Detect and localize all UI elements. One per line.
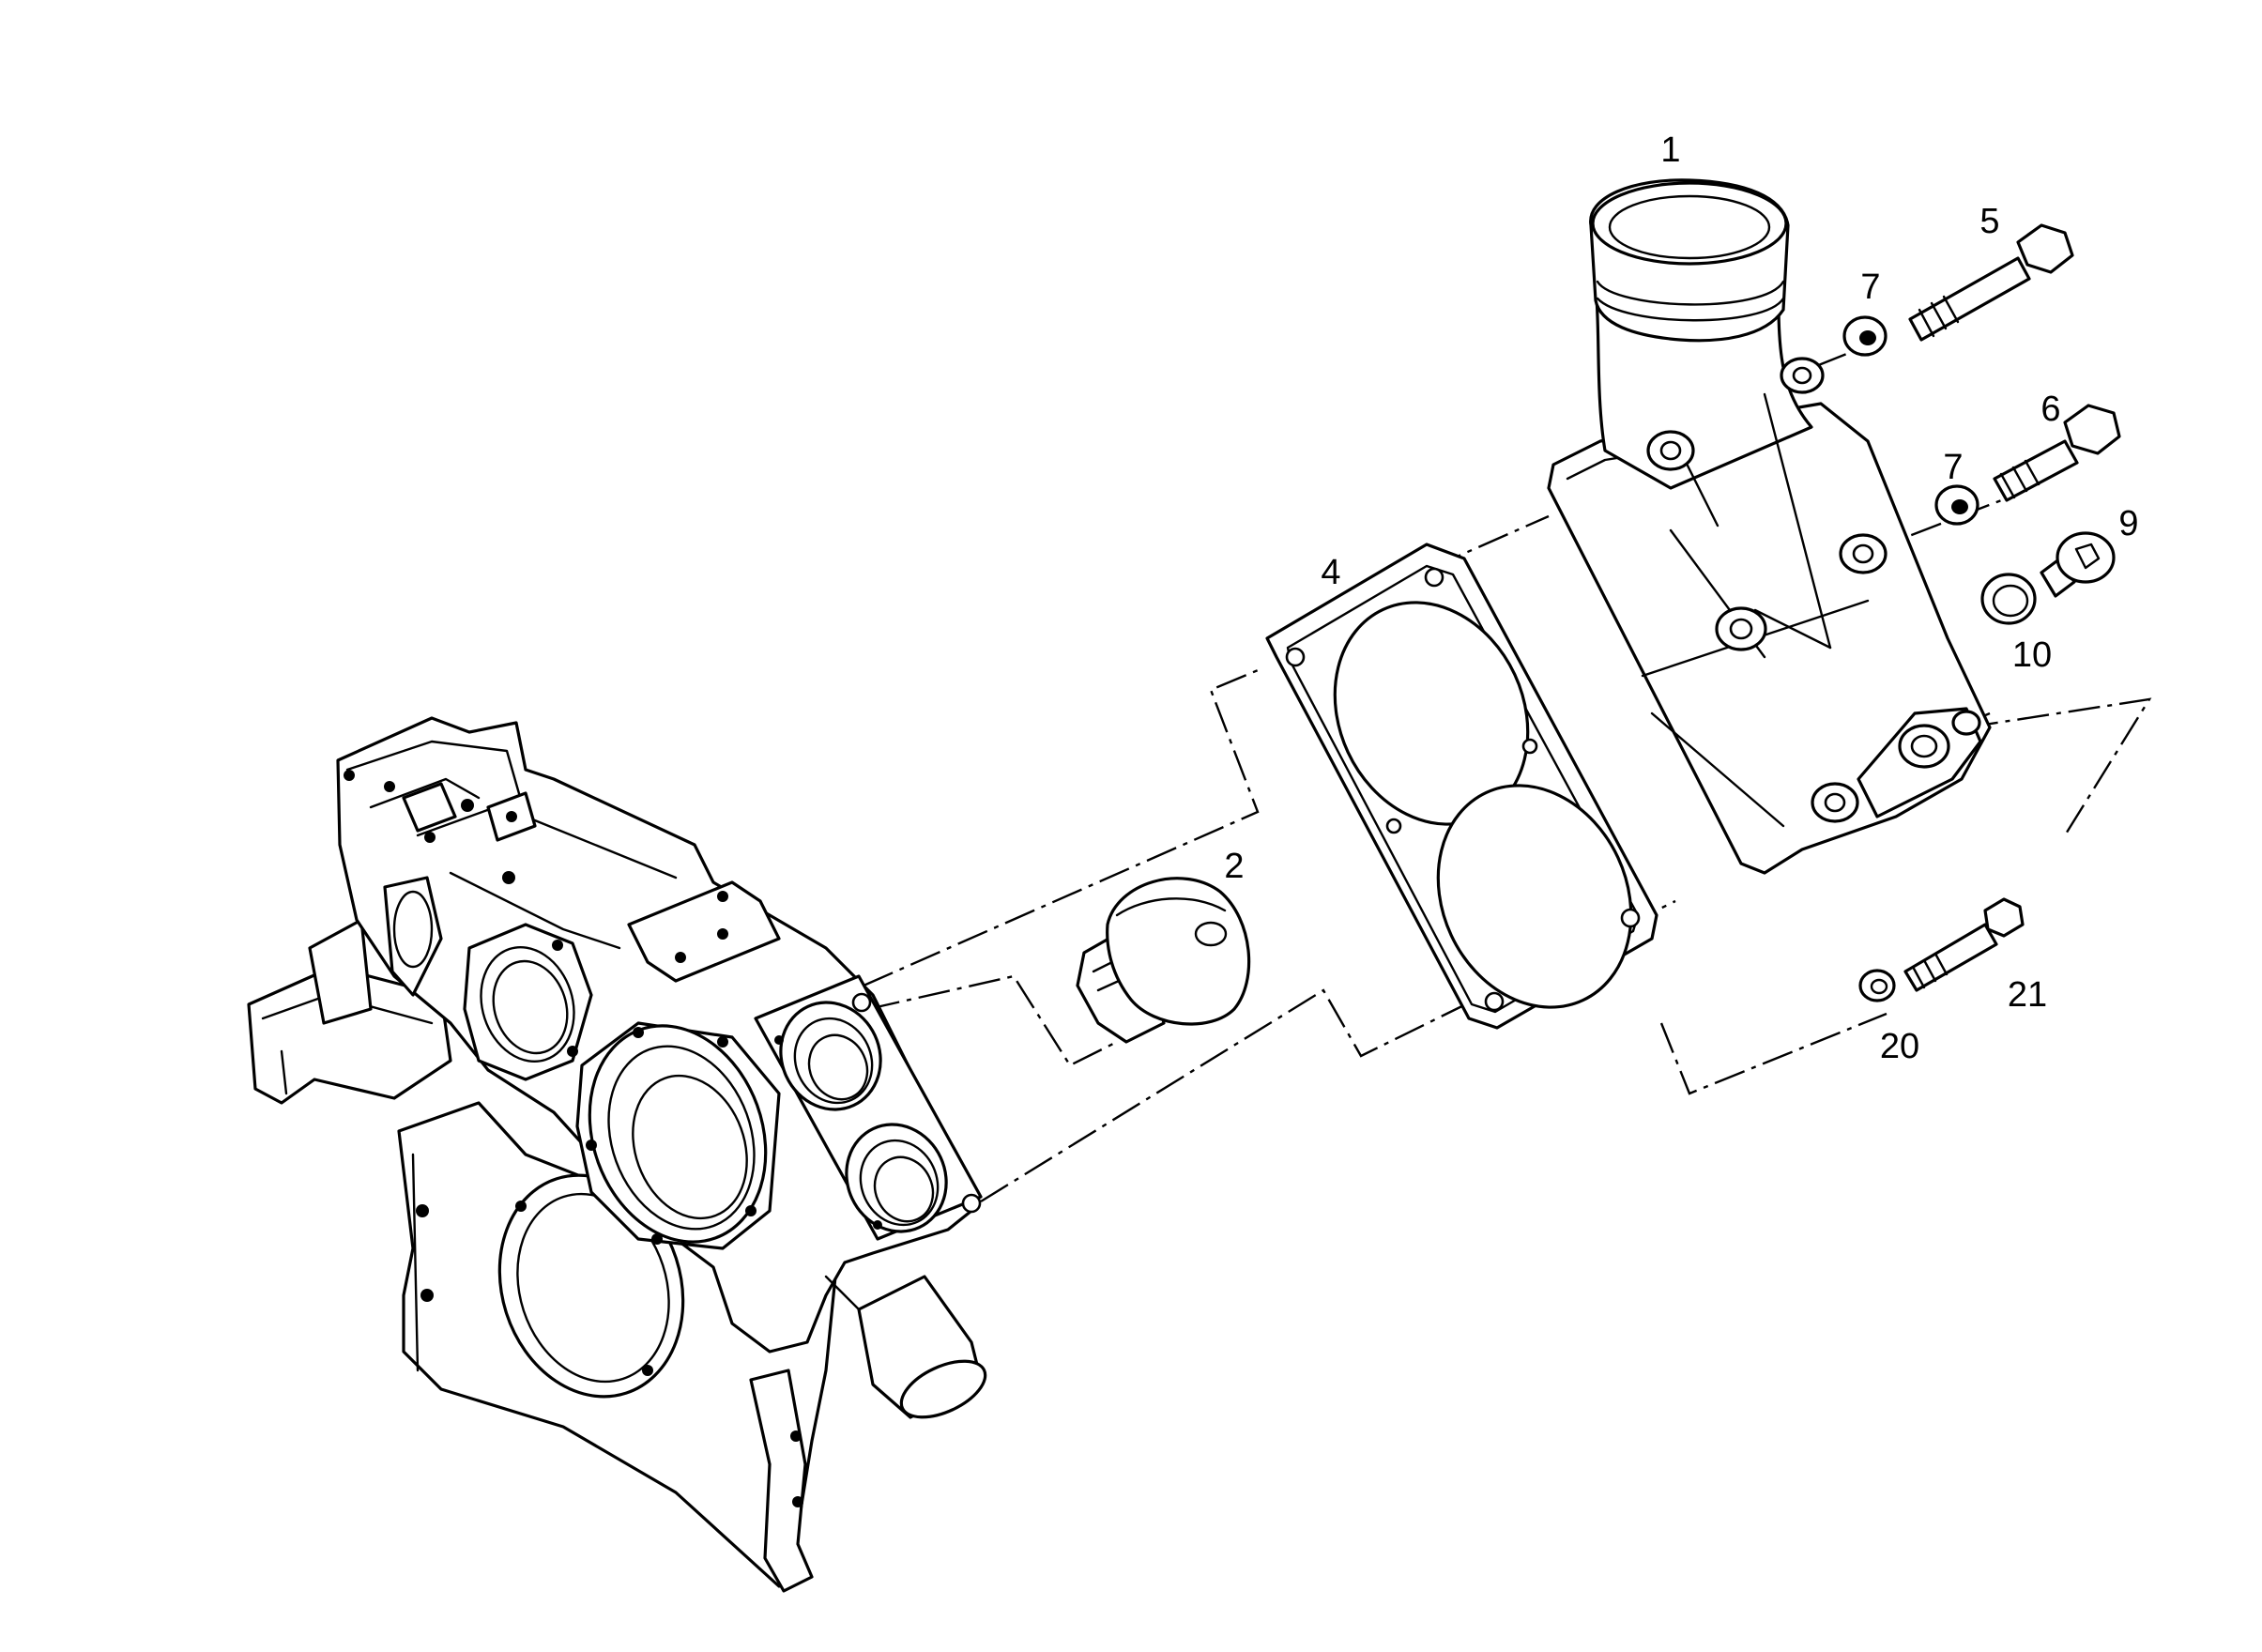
washer-part-7-upper (1842, 315, 1888, 357)
callout-2: 2 (1224, 847, 1244, 886)
callout-4: 4 (1321, 553, 1340, 592)
callout-10: 10 (2012, 635, 2052, 675)
callout-20: 20 (1880, 1027, 1919, 1066)
bolt-part-21 (1903, 897, 2025, 992)
washer-part-7-lower (1934, 484, 1979, 526)
callout-5: 5 (1979, 202, 1999, 241)
callout-7-upper: 7 (1860, 268, 1880, 307)
callout-9: 9 (2118, 504, 2138, 543)
bolt-part-6 (1993, 404, 2121, 502)
callout-labels: 1 2 4 5 6 7 7 9 10 20 21 (1224, 130, 2138, 1066)
plug-part-9 (2040, 531, 2116, 598)
callout-6: 6 (2040, 390, 2060, 429)
callout-7-lower: 7 (1943, 448, 1963, 487)
washer-part-20 (1858, 969, 1896, 1002)
callout-21: 21 (2008, 975, 2047, 1015)
gasket-part-4 (1265, 543, 1658, 1030)
front-housing (247, 716, 987, 1593)
thermostat-part-2 (1076, 877, 1251, 1044)
callout-1: 1 (1660, 130, 1680, 170)
seal-ring-part-10 (1980, 573, 2037, 625)
bolt-part-5 (1908, 223, 2074, 342)
housing-cover-part-1 (1547, 178, 1992, 875)
